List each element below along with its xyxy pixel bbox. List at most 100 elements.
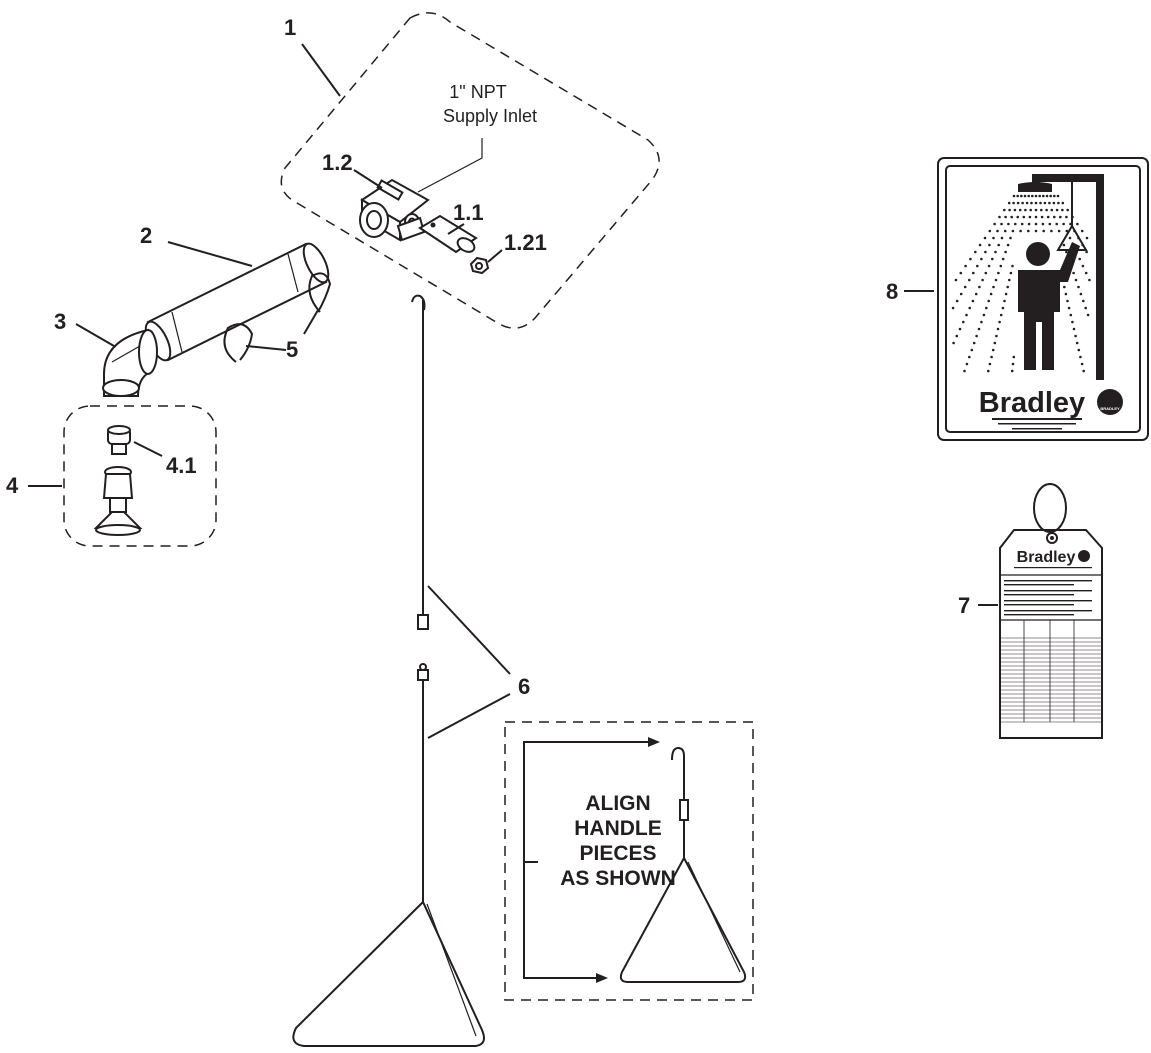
spray-dot xyxy=(1067,257,1071,261)
spray-dot xyxy=(1004,250,1007,254)
spray-dot xyxy=(1082,299,1085,303)
spray-dot xyxy=(1027,194,1030,198)
shower-head xyxy=(93,466,143,536)
spray-dot xyxy=(962,320,965,324)
spray-dot xyxy=(1066,299,1069,303)
shower-sign-icon xyxy=(1018,174,1104,380)
spray-dot xyxy=(1079,292,1083,296)
spray-dot xyxy=(1018,208,1022,212)
callout-6: 6 xyxy=(518,674,530,699)
tag-text-lines xyxy=(1004,580,1092,616)
elbow-fitting xyxy=(102,328,158,397)
spray-dot xyxy=(1040,208,1043,212)
align-note-line3: PIECES xyxy=(579,842,656,865)
spray-dot xyxy=(1003,299,1006,303)
spray-dot xyxy=(1057,229,1061,233)
spray-dot xyxy=(952,341,955,345)
tag-text-line xyxy=(1004,580,1092,582)
spray-dot xyxy=(992,236,995,240)
spray-dot xyxy=(1025,201,1029,205)
spray-dot xyxy=(1082,369,1085,373)
spray-dot xyxy=(1042,194,1045,198)
spray-dot xyxy=(998,215,1001,219)
spray-dot xyxy=(1072,243,1075,247)
callout-2: 2 xyxy=(140,223,152,248)
spray-dot xyxy=(997,243,1000,247)
spray-dot xyxy=(991,348,995,352)
spray-dot xyxy=(1039,201,1042,205)
align-note-line4: AS SHOWN xyxy=(560,867,676,890)
spray-dot xyxy=(1023,194,1027,198)
tag-signoff-grid xyxy=(1000,620,1102,723)
spray-dot xyxy=(1073,229,1076,233)
spray-dot xyxy=(998,320,1001,324)
callout-1: 1 xyxy=(284,15,296,40)
spray-dot xyxy=(1072,271,1075,275)
inspection-tag: Bradley xyxy=(999,483,1103,739)
spray-dot xyxy=(1029,208,1032,212)
spray-dot xyxy=(1038,194,1041,198)
spray-dot xyxy=(980,320,983,324)
tag-text-line xyxy=(1004,604,1074,606)
alignment-outline xyxy=(504,721,754,1001)
spray-dot xyxy=(983,236,987,240)
spray-dot xyxy=(987,369,990,373)
tag-text-line xyxy=(1004,600,1092,602)
spray-dot xyxy=(1024,208,1027,212)
callout-8: 8 xyxy=(886,279,898,304)
spray-dot xyxy=(996,229,999,233)
spray-dot xyxy=(999,313,1003,317)
leader-3 xyxy=(75,323,115,347)
spray-dot xyxy=(997,271,1000,275)
spray-dot xyxy=(968,278,971,282)
spray-dot xyxy=(1034,229,1038,233)
spray-dot xyxy=(1009,236,1012,240)
spray-dot xyxy=(991,257,994,261)
spray-dot xyxy=(1076,222,1079,226)
spray-dot xyxy=(968,355,971,359)
spray-dot xyxy=(1074,334,1077,338)
spray-dot xyxy=(1041,222,1045,226)
spray-dot xyxy=(972,341,976,345)
spray-dot xyxy=(971,299,975,303)
spray-dot xyxy=(954,278,958,282)
spray-dot xyxy=(1012,194,1016,198)
spray-dot xyxy=(977,327,981,331)
tag-text-line xyxy=(1004,590,1092,592)
spray-dot xyxy=(1027,222,1031,226)
spray-dot xyxy=(1034,215,1038,219)
inlet-leader xyxy=(417,138,483,193)
pull-rod-lower xyxy=(292,663,485,1047)
spray-dot xyxy=(955,299,959,303)
pull-rod-upper xyxy=(411,294,429,630)
spray-dot xyxy=(1055,222,1058,226)
spray-dot xyxy=(1056,194,1060,198)
spray-dot xyxy=(1016,215,1019,219)
callout-1-2: 1.2 xyxy=(322,150,353,175)
spray-dot xyxy=(1057,201,1060,205)
callout-3: 3 xyxy=(54,309,66,334)
sign-brand: Bradley xyxy=(979,387,1085,419)
flow-control xyxy=(107,425,131,455)
leader-2 xyxy=(167,241,253,267)
spray-dot xyxy=(988,243,991,247)
spray-dot xyxy=(1062,243,1066,247)
spray-dot xyxy=(1007,222,1010,226)
retaining-clips xyxy=(223,272,332,363)
spray-dot xyxy=(1009,271,1013,275)
spray-dot xyxy=(1019,229,1022,233)
spray-dot xyxy=(1027,229,1030,233)
spray-dot xyxy=(1049,194,1052,198)
spray-dot xyxy=(1065,250,1068,254)
spray-dot xyxy=(1067,306,1071,310)
spray-dot xyxy=(1053,215,1056,219)
spray-dot xyxy=(1016,201,1020,205)
spray-dot xyxy=(968,306,971,310)
spray-dot xyxy=(969,257,972,261)
spray-dot xyxy=(993,222,996,226)
sign-seal: BRADLEY xyxy=(1100,406,1120,411)
spray-dot xyxy=(988,362,992,366)
spray-dot xyxy=(1004,215,1007,219)
callout-5: 5 xyxy=(286,337,298,362)
leader-6b xyxy=(427,693,511,739)
